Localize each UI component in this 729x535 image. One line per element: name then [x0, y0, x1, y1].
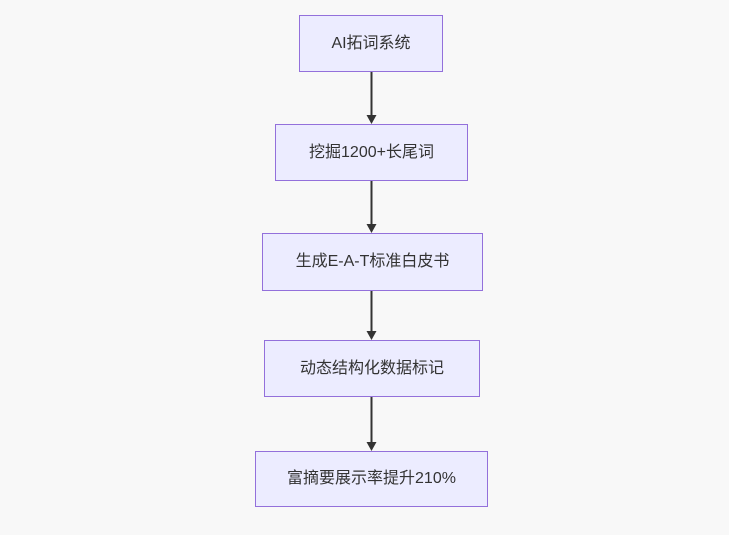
flowchart-node-structured-data-markup: 动态结构化数据标记 — [264, 340, 480, 397]
edge-arrow-3 — [366, 291, 377, 340]
flowchart-node-rich-snippet-result: 富摘要展示率提升210% — [255, 451, 488, 507]
edge-arrow-2 — [366, 181, 377, 233]
node-label: 动态结构化数据标记 — [299, 359, 444, 377]
node-label: 生成E-A-T标准白皮书 — [295, 253, 450, 271]
flowchart-node-eat-whitepaper: 生成E-A-T标准白皮书 — [262, 233, 483, 291]
edge-arrow-1 — [366, 72, 377, 124]
node-label: 挖掘1200+长尾词 — [309, 143, 434, 161]
node-label: 富摘要展示率提升210% — [287, 470, 456, 488]
flowchart-node-ai-word-system: AI拓词系统 — [299, 15, 443, 72]
flowchart-node-longtail-mining: 挖掘1200+长尾词 — [275, 124, 468, 181]
edge-arrow-4 — [366, 397, 377, 451]
node-label: AI拓词系统 — [331, 34, 411, 52]
